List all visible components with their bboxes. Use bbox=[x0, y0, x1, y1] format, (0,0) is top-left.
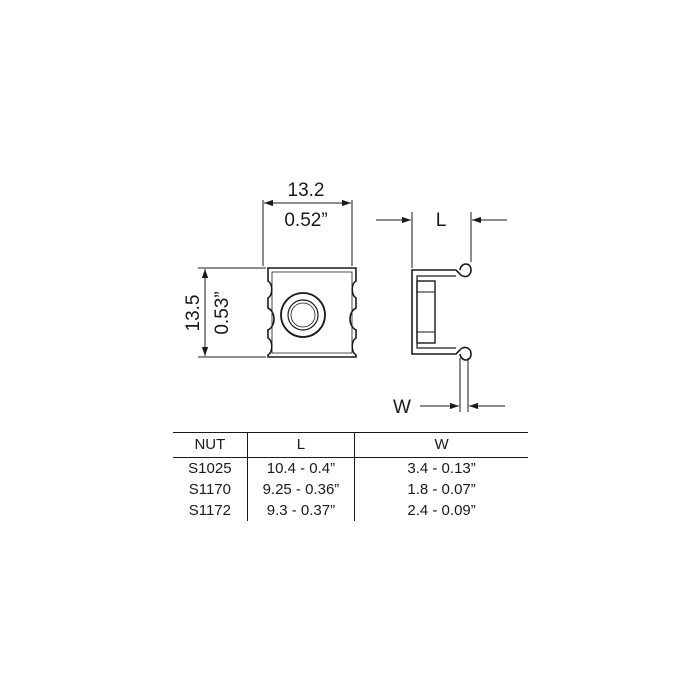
front-view bbox=[267, 267, 357, 358]
clip-profile-outer bbox=[411, 263, 472, 361]
thread-hole bbox=[290, 302, 316, 328]
width-mm-label: 13.2 bbox=[288, 180, 325, 201]
cell-w: 2.4 - 0.09” bbox=[354, 500, 528, 521]
height-mm-label: 13.5 bbox=[183, 295, 204, 332]
cell-l: 9.25 - 0.36” bbox=[246, 479, 355, 500]
nut-inner-edge bbox=[271, 271, 353, 354]
cell-nut: S1170 bbox=[188, 481, 231, 498]
nut-body-side bbox=[416, 280, 436, 344]
cell-nut: S1172 bbox=[188, 502, 231, 519]
spec-table: NUT L W S1025 10.4 - 0.4” 3.4 - 0.13” S1… bbox=[173, 432, 528, 521]
nut-outline bbox=[267, 267, 357, 358]
width-in-label: 0.52” bbox=[284, 210, 327, 231]
header-l: L bbox=[246, 432, 355, 458]
l-label: L bbox=[436, 210, 447, 231]
table-header-row: NUT L W bbox=[173, 432, 528, 458]
l-dimension: L bbox=[376, 210, 507, 268]
thread-outer-ring bbox=[280, 292, 326, 338]
table-row: S1172 9.3 - 0.37” 2.4 - 0.09” bbox=[173, 500, 528, 521]
w-dimension: W bbox=[393, 358, 505, 418]
width-dimension: 13.2 0.52” bbox=[262, 180, 353, 266]
w-label: W bbox=[393, 397, 411, 418]
side-view bbox=[411, 263, 472, 361]
cell-l: 10.4 - 0.4” bbox=[246, 457, 355, 479]
cell-w: 3.4 - 0.13” bbox=[354, 457, 528, 479]
clip-profile-inner bbox=[416, 275, 456, 349]
thread-inner-ring bbox=[287, 299, 319, 331]
header-w: W bbox=[354, 432, 528, 458]
header-nut: NUT bbox=[173, 432, 248, 458]
cell-nut: S1025 bbox=[188, 460, 232, 477]
cell-w: 1.8 - 0.07” bbox=[354, 479, 528, 500]
table-row: S1025 10.4 - 0.4” 3.4 - 0.13” bbox=[173, 457, 528, 479]
height-in-label: 0.53” bbox=[212, 291, 233, 334]
cell-l: 9.3 - 0.37” bbox=[246, 500, 355, 521]
table-row: S1170 9.25 - 0.36” 1.8 - 0.07” bbox=[173, 479, 528, 500]
height-dimension: 13.5 0.53” bbox=[183, 267, 266, 358]
